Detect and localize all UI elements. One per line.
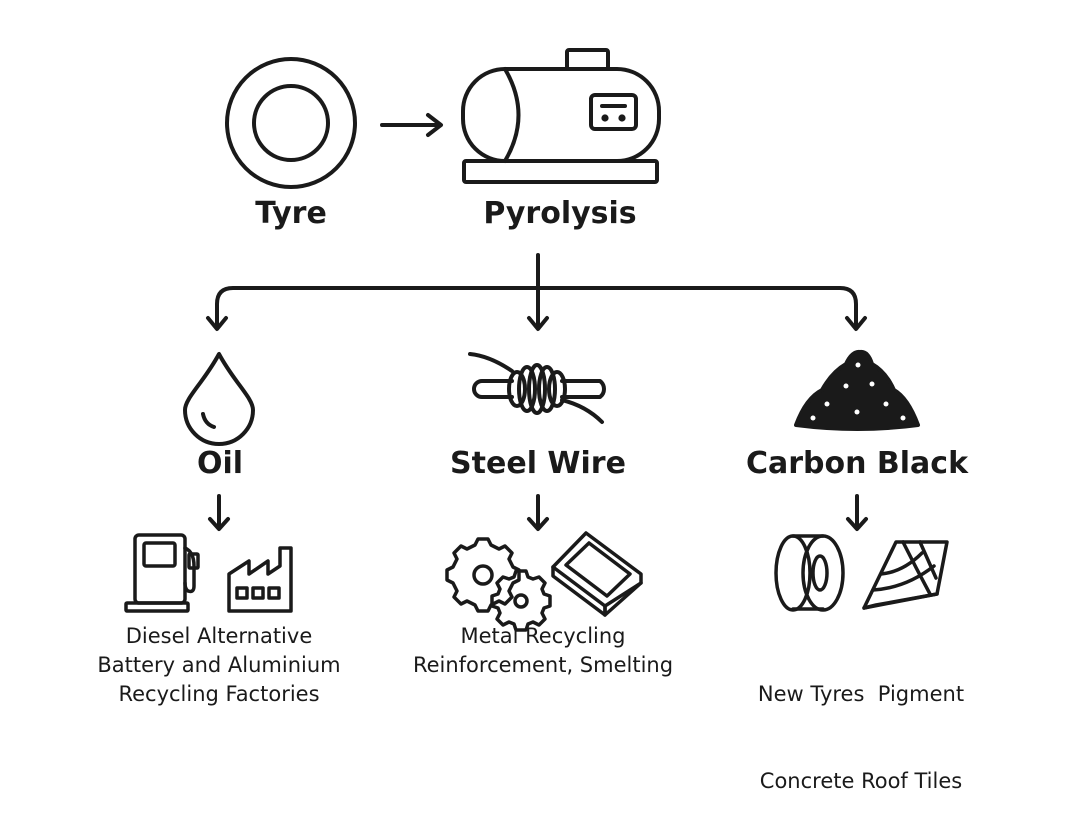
pyrolysis-diagram <box>124 48 949 632</box>
tyre-icon <box>225 57 357 189</box>
node-label-tyre: Tyre <box>255 196 327 231</box>
carbon-black-pile-icon <box>794 349 920 431</box>
uses-carbon-line-1: New Tyres Pigment <box>757 682 965 706</box>
node-label-oil: Oil <box>196 446 244 481</box>
oil-drop-icon <box>183 352 255 446</box>
uses-steel-wire: Metal Recycling Reinforcement, Smelting <box>403 622 683 680</box>
uses-carbon-line-2: Concrete Roof Tiles <box>759 769 963 793</box>
arrow-carbon-to-uses <box>846 494 868 531</box>
uses-steel-line-2: Reinforcement, Smelting <box>412 653 674 677</box>
arrow-oil-to-uses <box>208 494 230 531</box>
steel-wire-coil-icon <box>468 352 606 424</box>
arrow-steel-to-uses <box>527 494 549 531</box>
roof-tile-icon <box>862 540 949 610</box>
gears-icon <box>445 537 552 632</box>
node-label-carbon-black: Carbon Black <box>745 446 969 481</box>
uses-oil: Diesel Alternative Battery and Aluminium… <box>79 622 359 709</box>
fuel-pump-icon <box>124 533 200 613</box>
uses-carbon-black: New Tyres Pigment Concrete Roof Tiles <box>731 622 991 825</box>
node-label-pyrolysis: Pyrolysis <box>483 196 637 231</box>
uses-oil-line-3: Recycling Factories <box>118 682 320 706</box>
arrow-tyre-to-pyrolysis <box>380 113 443 137</box>
new-tyre-icon <box>774 534 845 612</box>
uses-oil-line-2: Battery and Aluminium <box>97 653 341 677</box>
branch-connectors <box>206 253 867 331</box>
uses-steel-line-1: Metal Recycling <box>460 624 626 648</box>
metal-ingot-icon <box>551 531 643 617</box>
factory-icon <box>227 546 293 613</box>
pyrolysis-reactor-icon <box>461 48 661 184</box>
node-label-steel-wire: Steel Wire <box>450 446 626 481</box>
uses-oil-line-1: Diesel Alternative <box>125 624 313 648</box>
